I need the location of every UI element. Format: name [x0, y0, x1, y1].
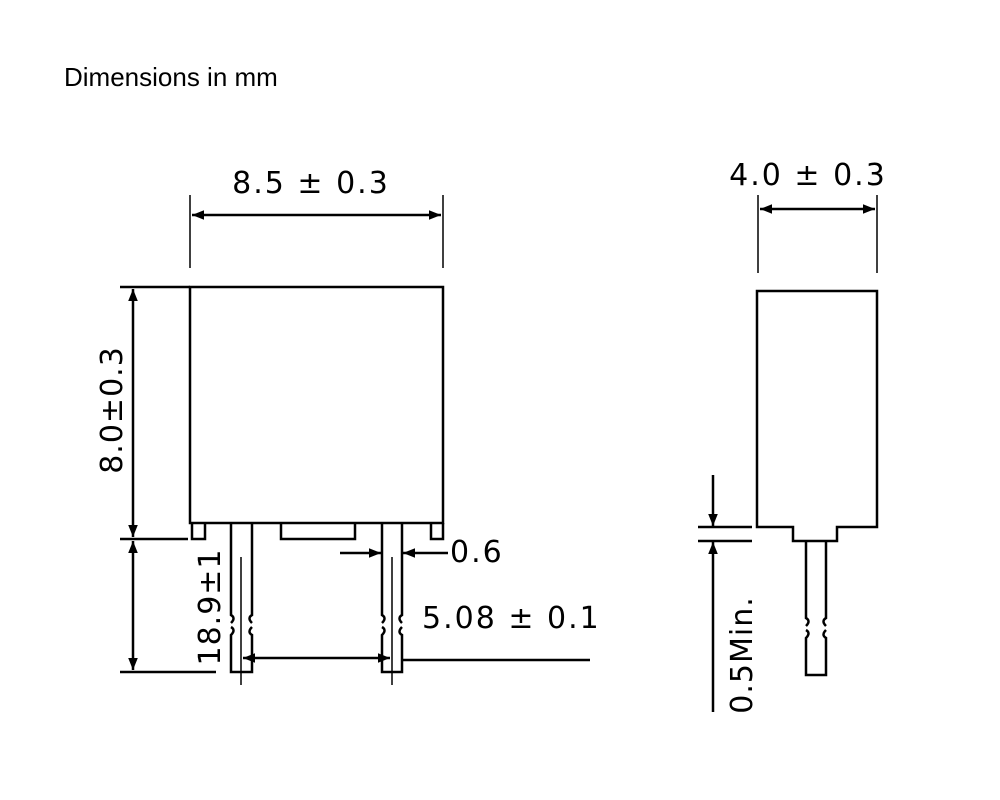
lead-length-dimension-label: 18.9±1 — [193, 548, 228, 665]
thickness-extension-lines — [757, 195, 878, 273]
body-feet — [190, 523, 445, 541]
side-lead — [804, 541, 828, 677]
lead-pitch-dimension-label: 5.08 ± 0.1 — [422, 601, 601, 636]
standoff-dimension-label: 0.5Min. — [725, 596, 760, 713]
height-dimension-label: 8.0±0.3 — [95, 346, 130, 474]
width-dimension-label: 8.5 ± 0.3 — [232, 166, 390, 201]
page-title: Dimensions in mm — [64, 62, 278, 92]
front-view: 8.5 ± 0.3 8.0±0.3 18.9±1 0.6 5.08 ± 0.1 — [95, 166, 601, 685]
component-body — [188, 285, 445, 525]
lead-width-dimension-label: 0.6 — [450, 535, 504, 570]
lead-centerlines — [240, 557, 393, 685]
standoff-extension-lines — [698, 525, 752, 543]
side-view: 4.0 ± 0.3 0.5Min. — [698, 158, 887, 714]
thickness-dimension-label: 4.0 ± 0.3 — [729, 158, 887, 193]
width-extension-lines — [189, 195, 444, 268]
side-body — [755, 289, 879, 543]
height-extension-lines — [120, 285, 216, 674]
